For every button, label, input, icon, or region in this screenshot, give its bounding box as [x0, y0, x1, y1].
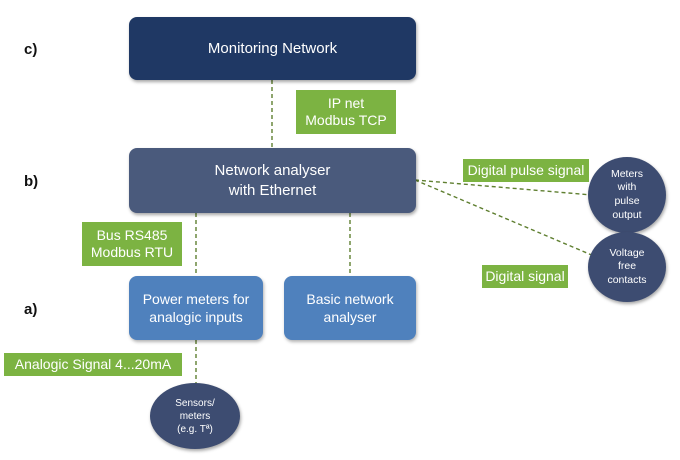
level-a-label: a) — [24, 301, 38, 318]
digital-pulse-label: Digital pulse signal — [463, 159, 589, 182]
network-analyser-box: Network analyser with Ethernet — [129, 148, 416, 213]
analogic-signal-label: Analogic Signal 4...20mA — [4, 353, 182, 376]
level-c-label: c) — [24, 41, 38, 58]
monitoring-network-box: Monitoring Network — [129, 17, 416, 80]
voltage-free-circle: Voltage free contacts — [588, 232, 666, 302]
level-b-label: b) — [24, 173, 39, 190]
voltage-free-text: Voltage free contacts — [607, 246, 647, 286]
analogic-signal-text: Analogic Signal 4...20mA — [14, 355, 172, 372]
monitoring-network-text: Monitoring Network — [207, 39, 338, 57]
meters-pulse-circle: Meters with pulse output — [588, 157, 666, 233]
network-analyser-text: Network analyser with Ethernet — [214, 162, 331, 199]
ip-net-label: IP net Modbus TCP — [296, 90, 396, 134]
basic-analyser-box: Basic network analyser — [284, 276, 416, 340]
digital-pulse-text: Digital pulse signal — [467, 161, 585, 178]
sensors-circle: Sensors/ meters (e.g. Tª) — [150, 383, 240, 449]
power-meters-text: Power meters for analogic inputs — [142, 290, 250, 325]
connector-analyser-voltage-free — [414, 179, 595, 257]
bus-rs485-text: Bus RS485 Modbus RTU — [90, 226, 174, 261]
digital-signal-text: Digital signal — [485, 267, 565, 284]
power-meters-box: Power meters for analogic inputs — [129, 276, 263, 340]
meters-pulse-text: Meters with pulse output — [610, 167, 644, 221]
sensors-text: Sensors/ meters (e.g. Tª) — [175, 397, 215, 435]
basic-analyser-text: Basic network analyser — [306, 290, 394, 325]
digital-signal-label: Digital signal — [482, 265, 568, 288]
bus-rs485-label: Bus RS485 Modbus RTU — [82, 222, 182, 266]
ip-net-text: IP net Modbus TCP — [305, 94, 387, 129]
connector-analyser-meters-pulse — [414, 179, 593, 196]
